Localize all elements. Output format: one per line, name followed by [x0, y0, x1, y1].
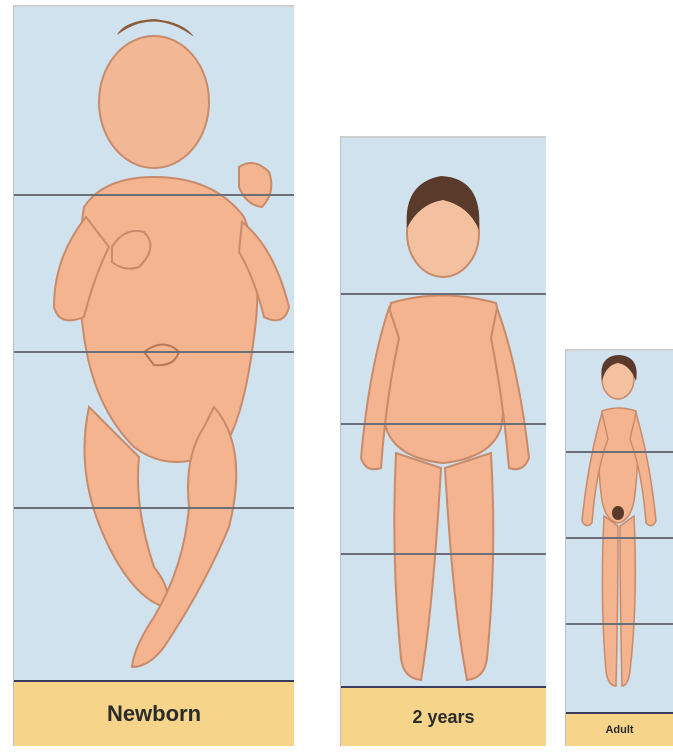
toddler-figure [341, 138, 546, 746]
two-years-label-band: 2 years [341, 686, 546, 746]
two-years-label: 2 years [412, 707, 474, 728]
adult-panel: Adult [565, 349, 673, 746]
adult-label: Adult [605, 724, 633, 736]
newborn-label: Newborn [107, 701, 201, 727]
newborn-panel: Newborn [13, 5, 294, 746]
adult-label-band: Adult [566, 712, 673, 746]
newborn-figure [14, 7, 294, 746]
two-years-panel: 2 years [340, 136, 546, 746]
adult-figure [566, 351, 673, 746]
newborn-label-band: Newborn [14, 680, 294, 746]
